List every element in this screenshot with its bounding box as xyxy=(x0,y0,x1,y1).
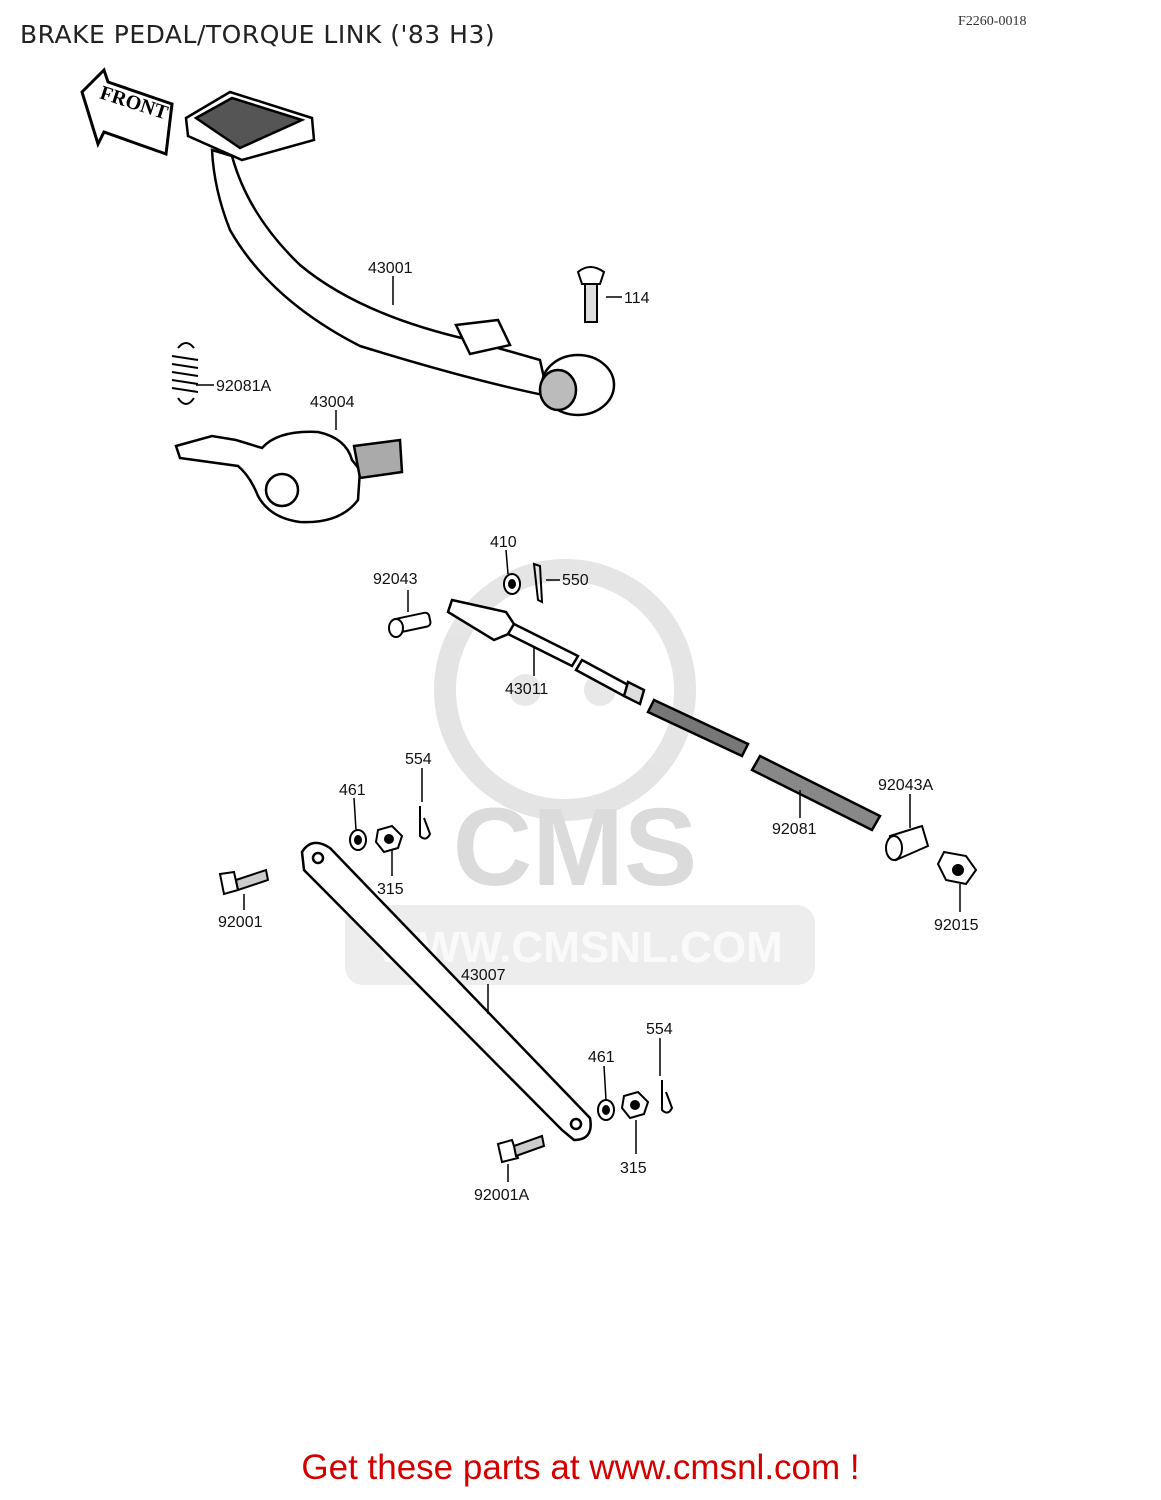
joint-92043A xyxy=(885,824,930,862)
diagram-code: F2260-0018 xyxy=(958,14,1027,29)
label-554-lower: 554 xyxy=(646,1021,673,1038)
watermark-url-text: WWW.CMSNL.COM xyxy=(377,923,783,972)
watermark: CMS WWW.CMSNL.COM xyxy=(345,559,815,985)
nut-315-lower xyxy=(620,1090,650,1120)
leader-lines xyxy=(196,276,961,1182)
front-arrow: FRONT xyxy=(80,67,174,157)
front-arrow-shape xyxy=(80,67,174,157)
label-43004: 43004 xyxy=(310,394,355,411)
label-461-lower: 461 xyxy=(588,1049,615,1066)
page-title: BRAKE PEDAL/TORQUE LINK ('83 H3) xyxy=(20,20,496,49)
spring-92081A xyxy=(171,342,199,405)
watermark-banner xyxy=(345,905,815,985)
label-92043A: 92043A xyxy=(878,777,933,794)
label-92081A: 92081A xyxy=(216,378,271,395)
brake-pedal-43001 xyxy=(184,90,616,417)
cotter-554-upper xyxy=(419,806,432,840)
label-461-upper: 461 xyxy=(339,782,366,799)
label-554-upper: 554 xyxy=(405,751,432,768)
watermark-logo-text: CMS xyxy=(453,786,697,909)
washer-461-lower xyxy=(597,1099,615,1121)
washer-461-upper xyxy=(349,829,367,851)
label-410: 410 xyxy=(490,534,517,551)
label-92043: 92043 xyxy=(373,571,418,588)
clip-550 xyxy=(532,562,544,604)
bolt-92001 xyxy=(218,868,270,896)
nut-315-upper xyxy=(374,824,404,854)
label-92015: 92015 xyxy=(934,917,979,934)
label-550: 550 xyxy=(562,572,589,589)
pedal-arm xyxy=(210,148,550,398)
label-43007: 43007 xyxy=(461,967,506,984)
label-43011: 43011 xyxy=(505,681,548,698)
shaft-43004 xyxy=(174,430,404,524)
label-43001: 43001 xyxy=(368,260,413,277)
washer-410 xyxy=(503,573,521,595)
bolt-92001A xyxy=(496,1134,546,1164)
pin-92043 xyxy=(388,611,432,638)
bolt-114 xyxy=(576,266,606,323)
torque-link-43007 xyxy=(300,841,592,1142)
footer-link-text: Get these parts at www.cmsnl.com ! xyxy=(301,1448,860,1487)
watermark-logo-head xyxy=(434,559,696,821)
nut-92015 xyxy=(936,850,978,886)
part-labels: 43001 114 92081A 43004 410 92043 550 430… xyxy=(216,260,979,1204)
brake-rod-43011 xyxy=(446,598,750,758)
label-114: 114 xyxy=(624,290,650,307)
label-92081: 92081 xyxy=(772,821,817,838)
watermark-logo-eye-left xyxy=(509,674,541,706)
label-315-lower: 315 xyxy=(620,1160,647,1177)
label-92001A: 92001A xyxy=(474,1187,529,1204)
spring-92081 xyxy=(750,754,882,832)
cotter-554-lower xyxy=(661,1080,674,1114)
label-315-upper: 315 xyxy=(377,881,404,898)
label-92001: 92001 xyxy=(218,914,263,931)
